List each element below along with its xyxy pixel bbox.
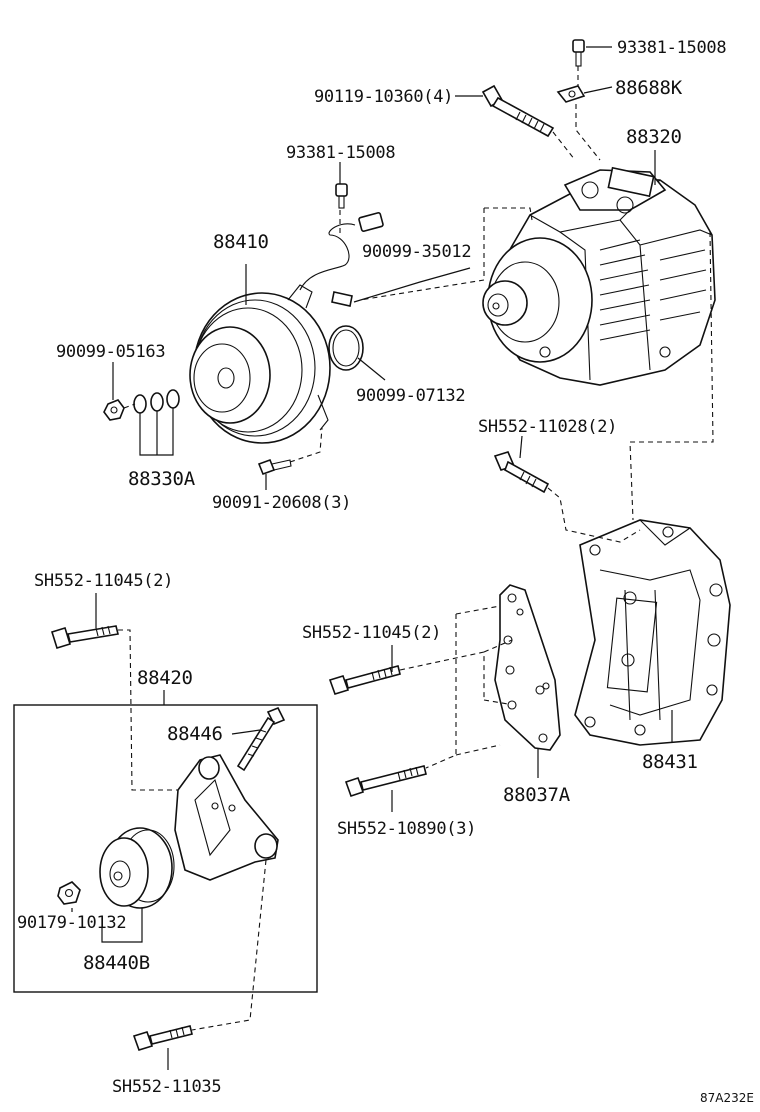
label-SH552-10890[interactable]: SH552-10890(3) bbox=[337, 819, 476, 839]
label-SH552-11045-mid[interactable]: SH552-11045(2) bbox=[302, 623, 441, 643]
label-88037A[interactable]: 88037A bbox=[503, 784, 571, 806]
label-88410[interactable]: 88410 bbox=[213, 231, 269, 253]
label-88688K[interactable]: 88688K bbox=[615, 77, 683, 99]
label-88420[interactable]: 88420 bbox=[137, 667, 193, 689]
bracket-plate-88037A[interactable] bbox=[494, 584, 561, 751]
idler-assembly-box-88420 bbox=[13, 704, 318, 993]
label-88431[interactable]: 88431 bbox=[642, 751, 698, 773]
compressor-bracket-88431[interactable] bbox=[574, 519, 731, 746]
magnetic-clutch-88410[interactable] bbox=[189, 284, 331, 444]
compressor-88320[interactable] bbox=[482, 166, 716, 386]
bolt-SH552-10890[interactable] bbox=[344, 765, 427, 798]
label-93381-15008-mid[interactable]: 93381-15008 bbox=[286, 143, 396, 163]
label-SH552-11035[interactable]: SH552-11035 bbox=[112, 1077, 222, 1097]
label-88446[interactable]: 88446 bbox=[167, 723, 223, 745]
bolt-90119-10360[interactable] bbox=[481, 84, 555, 138]
label-SH552-11045-left[interactable]: SH552-11045(2) bbox=[34, 571, 173, 591]
label-90091-20608[interactable]: 90091-20608(3) bbox=[212, 493, 351, 513]
bolt-93381-15008-mid[interactable] bbox=[335, 183, 348, 209]
label-90099-05163[interactable]: 90099-05163 bbox=[56, 342, 166, 362]
bolt-SH552-11045-mid[interactable] bbox=[328, 665, 401, 695]
label-90099-35012[interactable]: 90099-35012 bbox=[362, 242, 472, 262]
nut-90179-10132[interactable] bbox=[57, 881, 81, 905]
clutch-wire-harness[interactable] bbox=[299, 212, 384, 307]
bolt-SH552-11028[interactable] bbox=[493, 451, 550, 494]
label-93381-15008-top[interactable]: 93381-15008 bbox=[617, 38, 727, 58]
bolt-SH552-11045-left[interactable] bbox=[50, 625, 119, 649]
nut-90099-05163[interactable] bbox=[103, 399, 125, 421]
bolt-SH552-11035[interactable] bbox=[132, 1025, 193, 1051]
label-90099-07132[interactable]: 90099-07132 bbox=[356, 386, 466, 406]
label-90119-10360[interactable]: 90119-10360(4) bbox=[314, 87, 453, 107]
figure-code: 87A232E bbox=[700, 1091, 754, 1105]
idler-bracket[interactable] bbox=[174, 754, 279, 881]
label-88320[interactable]: 88320 bbox=[626, 126, 682, 148]
label-90179-10132[interactable]: 90179-10132 bbox=[17, 913, 127, 933]
snap-ring-90099-07132[interactable] bbox=[328, 325, 364, 371]
leader-lines bbox=[71, 46, 673, 1070]
idler-pulley[interactable] bbox=[99, 827, 175, 909]
bolt-88446[interactable] bbox=[236, 706, 286, 772]
clip-88688K[interactable] bbox=[556, 85, 586, 103]
bolt-93381-15008-top[interactable] bbox=[572, 39, 585, 67]
label-88330A[interactable]: 88330A bbox=[128, 468, 196, 490]
shim-set-88330A[interactable] bbox=[133, 389, 180, 414]
bolt-90091-20608[interactable] bbox=[257, 458, 292, 476]
label-88440B[interactable]: 88440B bbox=[83, 952, 150, 974]
label-SH552-11028[interactable]: SH552-11028(2) bbox=[478, 417, 617, 437]
part-labels: 93381-15008 88688K 90119-10360(4) 88320 … bbox=[17, 38, 754, 1105]
assembly-guide-lines bbox=[118, 66, 714, 1031]
